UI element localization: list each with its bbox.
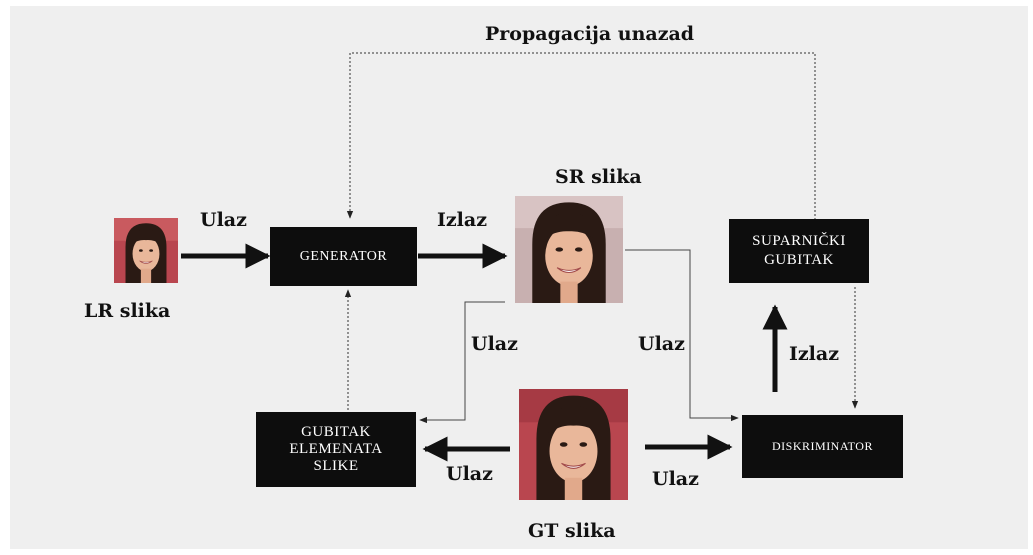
output-generator-label: Izlaz (437, 209, 487, 231)
sr-to-pixel-loss-line (419, 301, 505, 424)
adversarial-loss-line-2: GUBITAK (764, 252, 834, 268)
input-gt-loss-label: Ulaz (446, 463, 493, 485)
sr-image-photo (515, 196, 623, 303)
input-gt-disc-label: Ulaz (652, 468, 699, 490)
backprop-line (346, 52, 816, 220)
discriminator-label: DISKRIMINATOR (772, 439, 873, 453)
gt-image-photo (519, 389, 628, 500)
gt-image-label: GT slika (528, 520, 616, 542)
adversarial-loss-box: SUPARNIČKI GUBITAK (729, 219, 869, 283)
generator-box: GENERATOR (270, 227, 417, 286)
portrait-icon (515, 196, 623, 303)
pixel-loss-line-1: GUBITAK (301, 423, 371, 440)
discriminator-box: DISKRIMINATOR (742, 415, 903, 478)
portrait-icon (114, 218, 178, 283)
pixel-loss-line-3: SLIKE (313, 458, 359, 475)
lr-image-label: LR slika (84, 300, 171, 322)
generator-label: GENERATOR (299, 248, 388, 264)
input-sr-loss-label: Ulaz (471, 333, 518, 355)
portrait-icon (519, 389, 628, 500)
lr-image-photo (114, 218, 178, 283)
adversarial-loss-line-1: SUPARNIČKI (752, 233, 846, 250)
sr-image-label: SR slika (555, 166, 642, 188)
pixel-loss-box: GUBITAK ELEMENATA SLIKE (256, 412, 416, 487)
input-lr-label: Ulaz (200, 209, 247, 231)
sr-to-discriminator-line (625, 249, 739, 422)
pixel-loss-line-2: ELEMENATA (289, 440, 383, 457)
input-sr-disc-label: Ulaz (638, 333, 685, 355)
output-discriminator-label: Izlaz (789, 343, 839, 365)
backprop-label: Propagacija unazad (485, 23, 695, 45)
